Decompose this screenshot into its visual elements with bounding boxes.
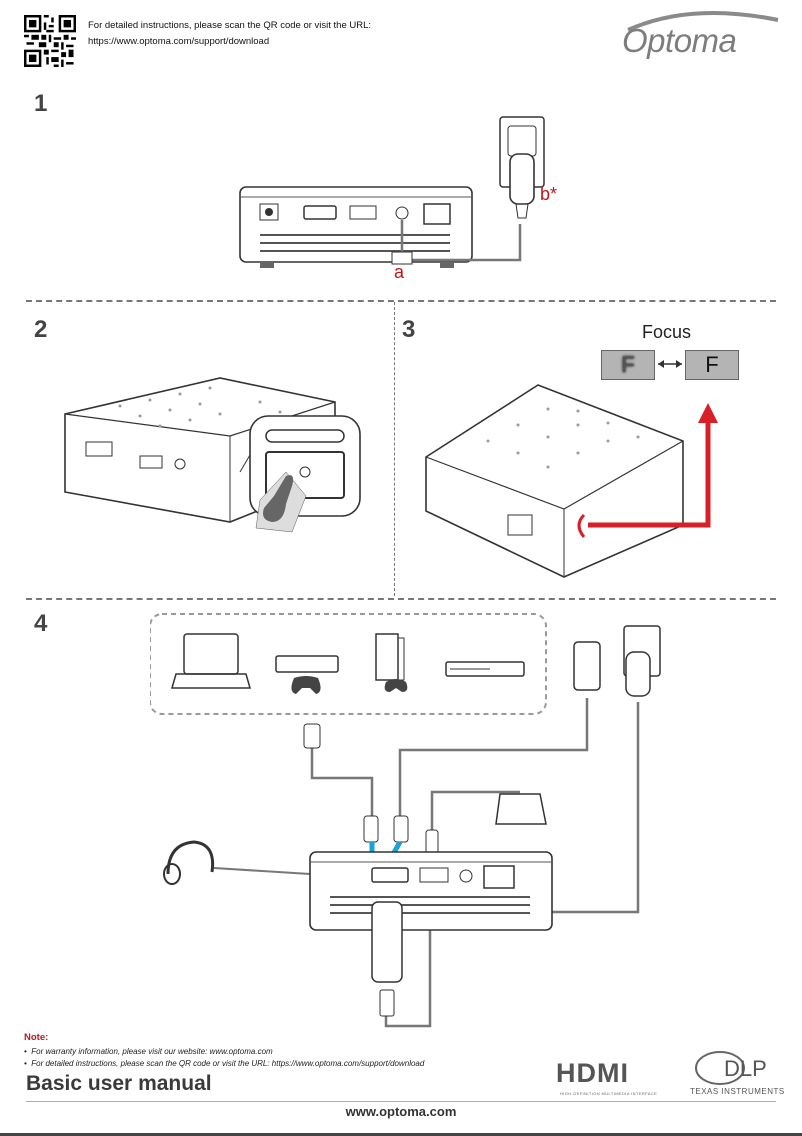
- bottom-rule: [0, 1133, 802, 1136]
- instructions-line-1: For detailed instructions, please scan t…: [88, 20, 372, 31]
- title-rule: [26, 1101, 776, 1102]
- step1-illustration: [239, 116, 545, 268]
- texas-instruments: TEXAS INSTRUMENTS: [690, 1087, 785, 1096]
- optoma-logo: Optoma: [622, 22, 737, 59]
- note-title: Note:: [24, 1032, 49, 1043]
- step2-illustration: [64, 377, 361, 533]
- focus-double-arrow: [658, 360, 682, 368]
- step4-illustration: [150, 613, 661, 1028]
- optoma-logo-arc: [627, 10, 779, 32]
- instructions-url[interactable]: https://www.optoma.com/support/download: [88, 36, 270, 47]
- note-warranty: For warranty information, please visit o…: [31, 1047, 273, 1056]
- manual-title: Basic user manual: [26, 1072, 212, 1095]
- separator-2: [26, 598, 776, 600]
- step-2-number: 2: [34, 316, 48, 343]
- step-4-number: 4: [34, 610, 48, 637]
- footer-url[interactable]: www.optoma.com: [345, 1104, 457, 1119]
- note-instructions: For detailed instructions, please scan t…: [31, 1059, 425, 1068]
- qr-code: [24, 15, 76, 67]
- focus-title: Focus: [642, 322, 692, 342]
- focus-blurred-box: F: [601, 350, 655, 380]
- step3-illustration: [425, 384, 718, 578]
- note-item: • For warranty information, please visit…: [24, 1047, 273, 1056]
- header-instructions: For detailed instructions, please scan t…: [88, 18, 371, 50]
- separator-vertical: [394, 302, 395, 596]
- note-item: • For detailed instructions, please scan…: [24, 1059, 425, 1068]
- step-3-number: 3: [402, 316, 416, 343]
- hdmi-logo-text: HDMI: [556, 1058, 629, 1088]
- plug-label: b*: [540, 184, 558, 204]
- dlp-logo: DLP: [695, 1051, 767, 1085]
- hdmi-tagline: HIGH-DEFINITION MULTIMEDIA INTERFACE: [560, 1091, 658, 1096]
- separator-1: [26, 300, 776, 302]
- focus-sharp-box: F: [685, 350, 739, 380]
- dlp-logo-text: DLP: [724, 1056, 767, 1081]
- step-1-number: 1: [34, 90, 48, 117]
- cable-label: a: [394, 262, 405, 282]
- hdmi-logo: HDMI: [556, 1058, 629, 1089]
